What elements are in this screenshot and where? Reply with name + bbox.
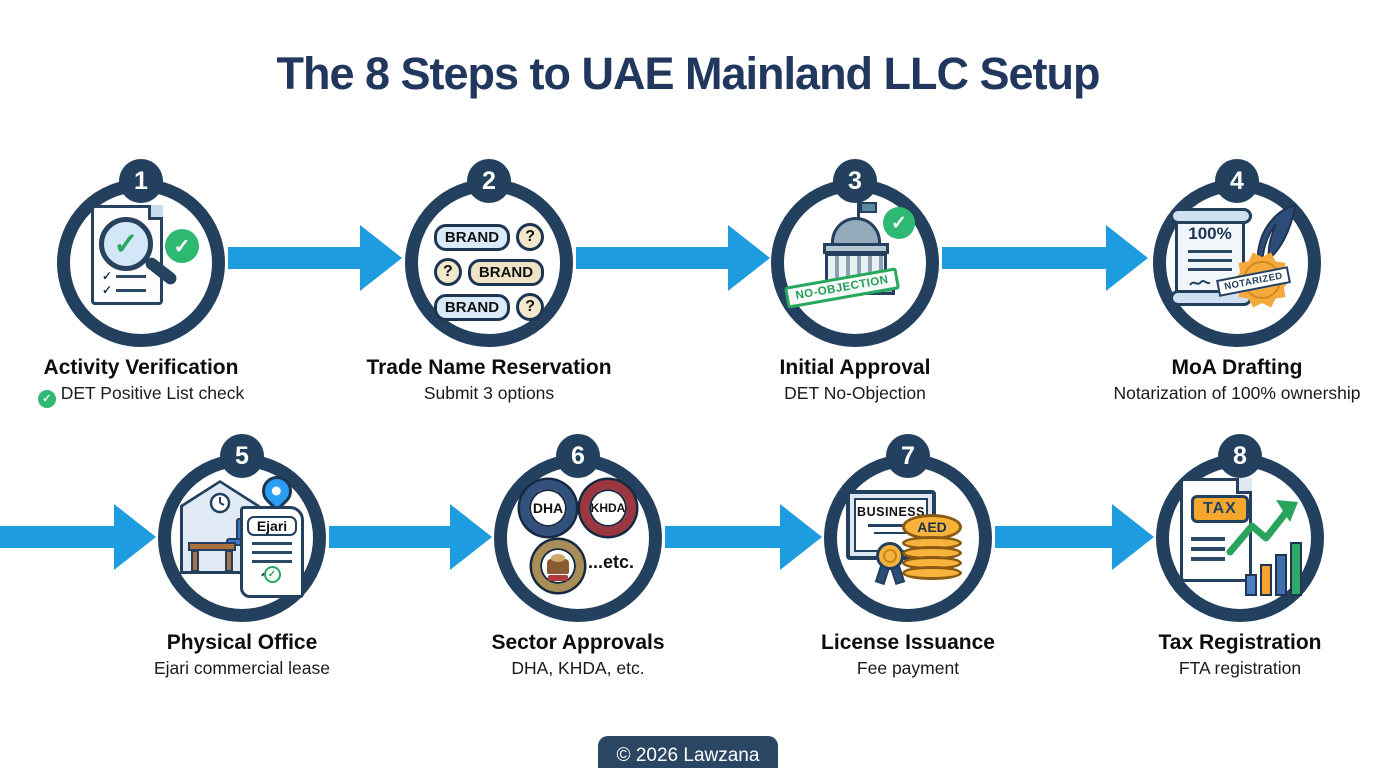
office-ejari-icon: Ejari ✓ <box>180 469 304 600</box>
lease-check-icon: ✓ <box>263 565 281 583</box>
step-8: 8 TAX <box>1090 434 1376 679</box>
step-number-badge: 8 <box>1218 434 1262 478</box>
step-number-badge: 5 <box>220 434 264 478</box>
scroll-document: 100% <box>1170 208 1252 306</box>
question-bubble: ? <box>516 293 545 321</box>
flag-pole <box>857 201 860 219</box>
building-entablature <box>823 243 889 254</box>
flag-icon <box>860 202 877 213</box>
tax-label: TAX <box>1191 495 1249 523</box>
step-title: Tax Registration <box>1158 631 1322 654</box>
growth-bar-chart <box>1245 542 1302 596</box>
brand-bubbles-icon: BRAND ? ? BRAND BRAND ? <box>427 201 551 343</box>
government-building-icon: ✓ NO-OBJECTION <box>783 201 917 325</box>
brand-bubble: BRAND <box>433 293 511 321</box>
step-circle: BUSINESS AED <box>824 454 992 622</box>
flow-arrow <box>329 504 492 570</box>
page-fold <box>1236 478 1252 494</box>
aed-coins-icon: AED <box>902 514 962 580</box>
step-number-badge: 7 <box>886 434 930 478</box>
step-subtitle: DET No-Objection <box>784 383 926 403</box>
step-circle: DHA KHDA ...etc. <box>494 454 662 622</box>
step-subtitle: Notarization of 100% ownership <box>1113 383 1361 403</box>
desk-leg <box>191 550 199 572</box>
scroll-roll <box>1170 208 1252 224</box>
flow-arrow <box>942 225 1148 291</box>
brand-bubble: BRAND <box>433 223 511 251</box>
check-badge-icon: ✓ <box>37 389 56 408</box>
step-circle: TAX <box>1156 454 1324 622</box>
desk <box>188 542 236 551</box>
moa-scroll-quill-icon: 100% NOTARIZED <box>1170 201 1299 325</box>
flow-arrow <box>0 504 156 570</box>
step-subtitle: ✓DET Positive List check <box>0 383 291 408</box>
step-circle: ✓ NO-OBJECTION <box>771 179 939 347</box>
step-title: Physical Office <box>166 631 318 654</box>
flow-arrow <box>995 504 1154 570</box>
approved-check-icon: ✓ <box>883 207 915 239</box>
step-number-badge: 6 <box>556 434 600 478</box>
flow-arrow <box>576 225 770 291</box>
step-subtitle: Submit 3 options <box>423 383 555 403</box>
step-subtitle: DHA, KHDA, etc. <box>511 658 645 678</box>
infographic-title: The 8 Steps to UAE Mainland LLC Setup <box>276 48 1100 99</box>
step-circle: Ejari ✓ <box>158 454 326 622</box>
footer-credit: © 2026 Lawzana <box>598 736 778 768</box>
page-fold <box>148 205 163 220</box>
signature-squiggle <box>1189 280 1211 286</box>
step-title: Trade Name Reservation <box>366 356 612 379</box>
document-magnifier-icon: ✓ ✓ ✓ ✓ <box>79 201 203 325</box>
ejari-label: Ejari <box>246 516 298 536</box>
step-title: Initial Approval <box>779 356 931 379</box>
clock-icon <box>209 492 231 514</box>
step-2: 2 BRAND ? ? BRAND BRAND ? <box>339 159 639 404</box>
ownership-percent-label: 100% <box>1188 224 1232 243</box>
step-1: 1 ✓ ✓ ✓ ✓ Activity Verification ✓DET Pos… <box>0 159 291 408</box>
step-4: 4 100% NOTARIZED <box>1087 159 1376 404</box>
desk-leg <box>225 550 233 572</box>
growth-arrow-icon <box>1226 500 1298 556</box>
award-rosette-icon <box>876 542 904 570</box>
flow-arrow <box>228 225 402 291</box>
step-subtitle: Fee payment <box>856 658 960 678</box>
step-number-badge: 3 <box>833 159 877 203</box>
step-title: Sector Approvals <box>491 631 665 654</box>
dha-badge: DHA <box>520 480 576 536</box>
step-number-badge: 1 <box>119 159 163 203</box>
license-certificate-icon: BUSINESS AED <box>846 476 970 600</box>
tax-document: TAX <box>1180 478 1252 582</box>
step-subtitle: FTA registration <box>1178 658 1302 678</box>
step-title: Activity Verification <box>43 356 239 379</box>
step-circle: BRAND ? ? BRAND BRAND ? <box>405 179 573 347</box>
step-subtitle: Ejari commercial lease <box>153 658 331 678</box>
etc-label: ...etc. <box>588 552 635 572</box>
step-circle: ✓ ✓ ✓ ✓ <box>57 179 225 347</box>
tax-document-chart-icon: TAX <box>1178 476 1302 600</box>
step-7: 7 BUSINESS AED <box>758 434 1058 679</box>
flow-arrow <box>665 504 822 570</box>
step-5: 5 Ejari <box>92 434 392 679</box>
checklist-tick-icon: ✓ <box>102 283 113 297</box>
step-circle: 100% NOTARIZED <box>1153 179 1321 347</box>
step-number-badge: 4 <box>1215 159 1259 203</box>
brand-bubble: BRAND <box>467 258 545 286</box>
checklist-tick-icon: ✓ <box>102 269 113 283</box>
ejari-lease-document: Ejari ✓ <box>240 506 304 598</box>
business-label: BUSINESS <box>857 505 925 519</box>
question-bubble: ? <box>433 258 462 286</box>
khda-badge: KHDA <box>580 480 636 536</box>
step-6: 6 DHA KHDA ...etc. Sector Approvals DHA,… <box>428 434 728 679</box>
uae-falcon-emblem <box>547 553 569 581</box>
step-subtitle-text: DET Positive List check <box>60 383 245 403</box>
step-3: 3 ✓ NO-OBJECTION Initial Approval DET No… <box>705 159 1005 404</box>
building-dome <box>831 217 881 244</box>
approved-check-icon: ✓ <box>165 229 199 263</box>
question-bubble: ? <box>516 223 545 251</box>
magnifier-lens-icon: ✓ <box>99 217 153 271</box>
uae-emblem-badge <box>532 540 584 592</box>
step-title: License Issuance <box>821 631 995 654</box>
step-title: MoA Drafting <box>1171 356 1303 379</box>
sector-badges-icon: DHA KHDA ...etc. <box>516 476 640 600</box>
step-number-badge: 2 <box>467 159 511 203</box>
